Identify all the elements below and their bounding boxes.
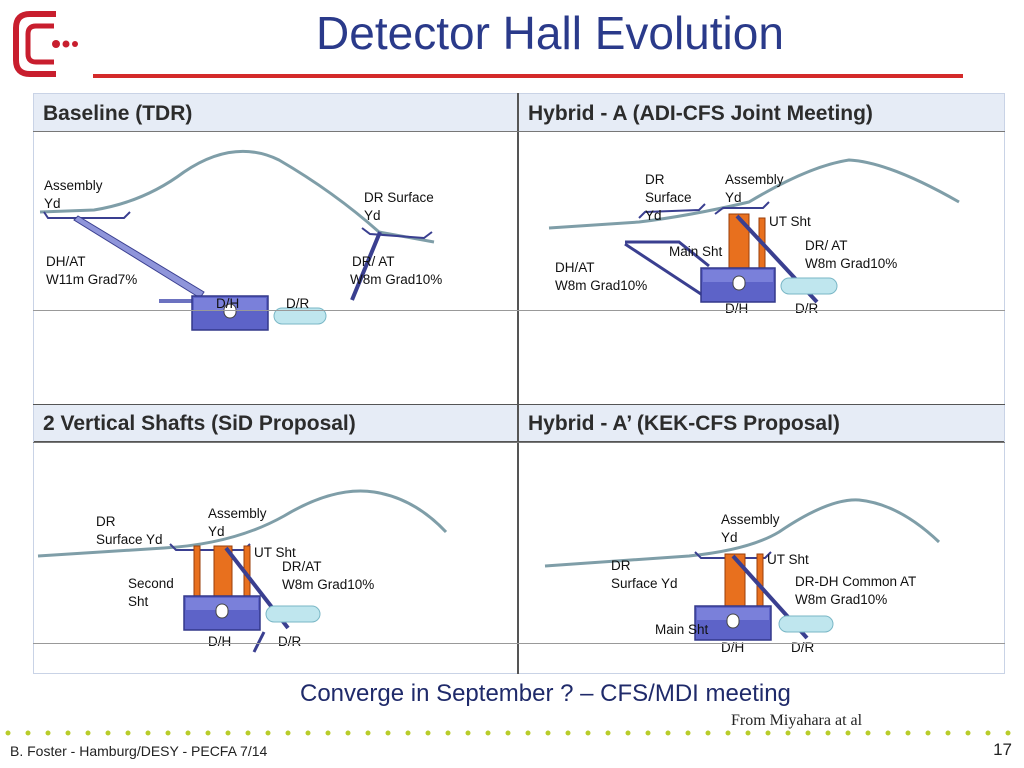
label-ut-sht: UT Sht xyxy=(769,214,811,229)
label-dr-surface-2: Yd xyxy=(364,208,381,223)
panel-baseline: Baseline (TDR) Assembly Yd DR Surface Yd… xyxy=(34,94,517,405)
label-dr-surface-2: Surface Yd xyxy=(611,576,678,591)
grid-divider-vertical xyxy=(517,93,519,674)
label-assembly-yd-2: Yd xyxy=(208,524,225,539)
label-second-sht-1: Second xyxy=(128,576,174,591)
diagram-grid xyxy=(33,93,1005,674)
label-dh-at-1: DH/AT xyxy=(46,254,86,269)
label-dr-surface-2: Surface Yd xyxy=(96,532,163,547)
label-assembly-yd-1: Assembly xyxy=(208,506,267,521)
label-dr-at-2: W8m Grad10% xyxy=(282,577,374,592)
panel-hybrid-a: Hybrid - A (ADI-CFS Joint Meeting) DR Su… xyxy=(519,94,1004,405)
grid-divider-row-2 xyxy=(33,404,1005,405)
grid-divider-header-top xyxy=(33,131,1005,132)
label-dr: D/R xyxy=(286,296,310,311)
panel-header: Baseline (TDR) xyxy=(34,94,517,132)
label-main-sht: Main Sht xyxy=(669,244,723,259)
decorative-dot-row xyxy=(5,730,1011,736)
label-dh: D/H xyxy=(216,296,239,311)
label-dr-surface-1: DR xyxy=(645,172,665,187)
label-assembly-yd-2: Yd xyxy=(725,190,742,205)
label-ut-sht: UT Sht xyxy=(767,552,809,567)
label-assembly-yd-1: Assembly xyxy=(44,178,103,193)
label-dr-surface-1: DR xyxy=(611,558,631,573)
panel-header: 2 Vertical Shafts (SiD Proposal) xyxy=(34,404,517,442)
label-dr-dh-at-1: DR-DH Common AT xyxy=(795,574,916,589)
slide-title: Detector Hall Evolution xyxy=(316,7,784,59)
label-dr-surface-1: DR xyxy=(96,514,116,529)
label-second-sht-2: Sht xyxy=(128,594,149,609)
panel-two-vertical-shafts: 2 Vertical Shafts (SiD Proposal) DR Surf… xyxy=(34,404,517,672)
panel-header: Hybrid - A (ADI-CFS Joint Meeting) xyxy=(519,94,1004,132)
baseline-drawing: Assembly Yd DR Surface Yd DH/AT W11m Gra… xyxy=(39,149,442,331)
grid-divider-row-3 xyxy=(33,643,1005,644)
label-dr-surface-1: DR Surface xyxy=(364,190,434,205)
label-dr-dh-at-2: W8m Grad10% xyxy=(795,592,887,607)
label-assembly-yd-2: Yd xyxy=(44,196,61,211)
label-dh: D/H xyxy=(725,301,748,316)
grid-divider-header-bottom xyxy=(33,442,1005,443)
credit-text: From Miyahara at al xyxy=(731,712,863,729)
hybrid-a-prime-drawing: DR Surface Yd Assembly Yd UT Sht Main Sh… xyxy=(544,498,941,655)
label-dr-at-1: DR/ AT xyxy=(352,254,395,269)
page-number: 17 xyxy=(993,740,1012,759)
label-ut-sht: UT Sht xyxy=(254,545,296,560)
label-assembly-yd-1: Assembly xyxy=(725,172,784,187)
title-underline xyxy=(93,74,963,78)
label-dr: D/R xyxy=(278,634,302,649)
label-dh-at-1: DH/AT xyxy=(555,260,595,275)
panel-hybrid-a-prime: Hybrid - A’ (KEK-CFS Proposal) DR Surfac… xyxy=(519,404,1004,672)
label-dr-surface-3: Yd xyxy=(645,208,662,223)
label-dh: D/H xyxy=(208,634,231,649)
grid-divider-row-1 xyxy=(33,310,1005,311)
label-dr-at-1: DR/ AT xyxy=(805,238,848,253)
conclusion-text: Converge in September ? – CFS/MDI meetin… xyxy=(300,680,791,707)
label-dr-surface-2: Surface xyxy=(645,190,692,205)
label-dr-at-1: DR/AT xyxy=(282,559,322,574)
presenter-info: B. Foster - Hamburg/DESY - PECFA 7/14 xyxy=(10,743,268,759)
label-assembly-yd-2: Yd xyxy=(721,530,738,545)
label-dh-at-2: W11m Grad7% xyxy=(46,272,137,287)
hybrid-a-drawing: DR Surface Yd Assembly Yd UT Sht Main Sh… xyxy=(548,158,960,316)
label-main-sht: Main Sht xyxy=(655,622,709,637)
label-assembly-yd-1: Assembly xyxy=(721,512,780,527)
label-dr-at-2: W8m Grad10% xyxy=(805,256,897,271)
sid-drawing: DR Surface Yd Assembly Yd UT Sht DR/AT W… xyxy=(37,489,448,653)
label-dh-at-2: W8m Grad10% xyxy=(555,278,647,293)
panel-header: Hybrid - A’ (KEK-CFS Proposal) xyxy=(519,404,1004,442)
label-dr-at-2: W8m Grad10% xyxy=(350,272,442,287)
label-dr: D/R xyxy=(795,301,819,316)
institution-logo xyxy=(13,11,78,77)
